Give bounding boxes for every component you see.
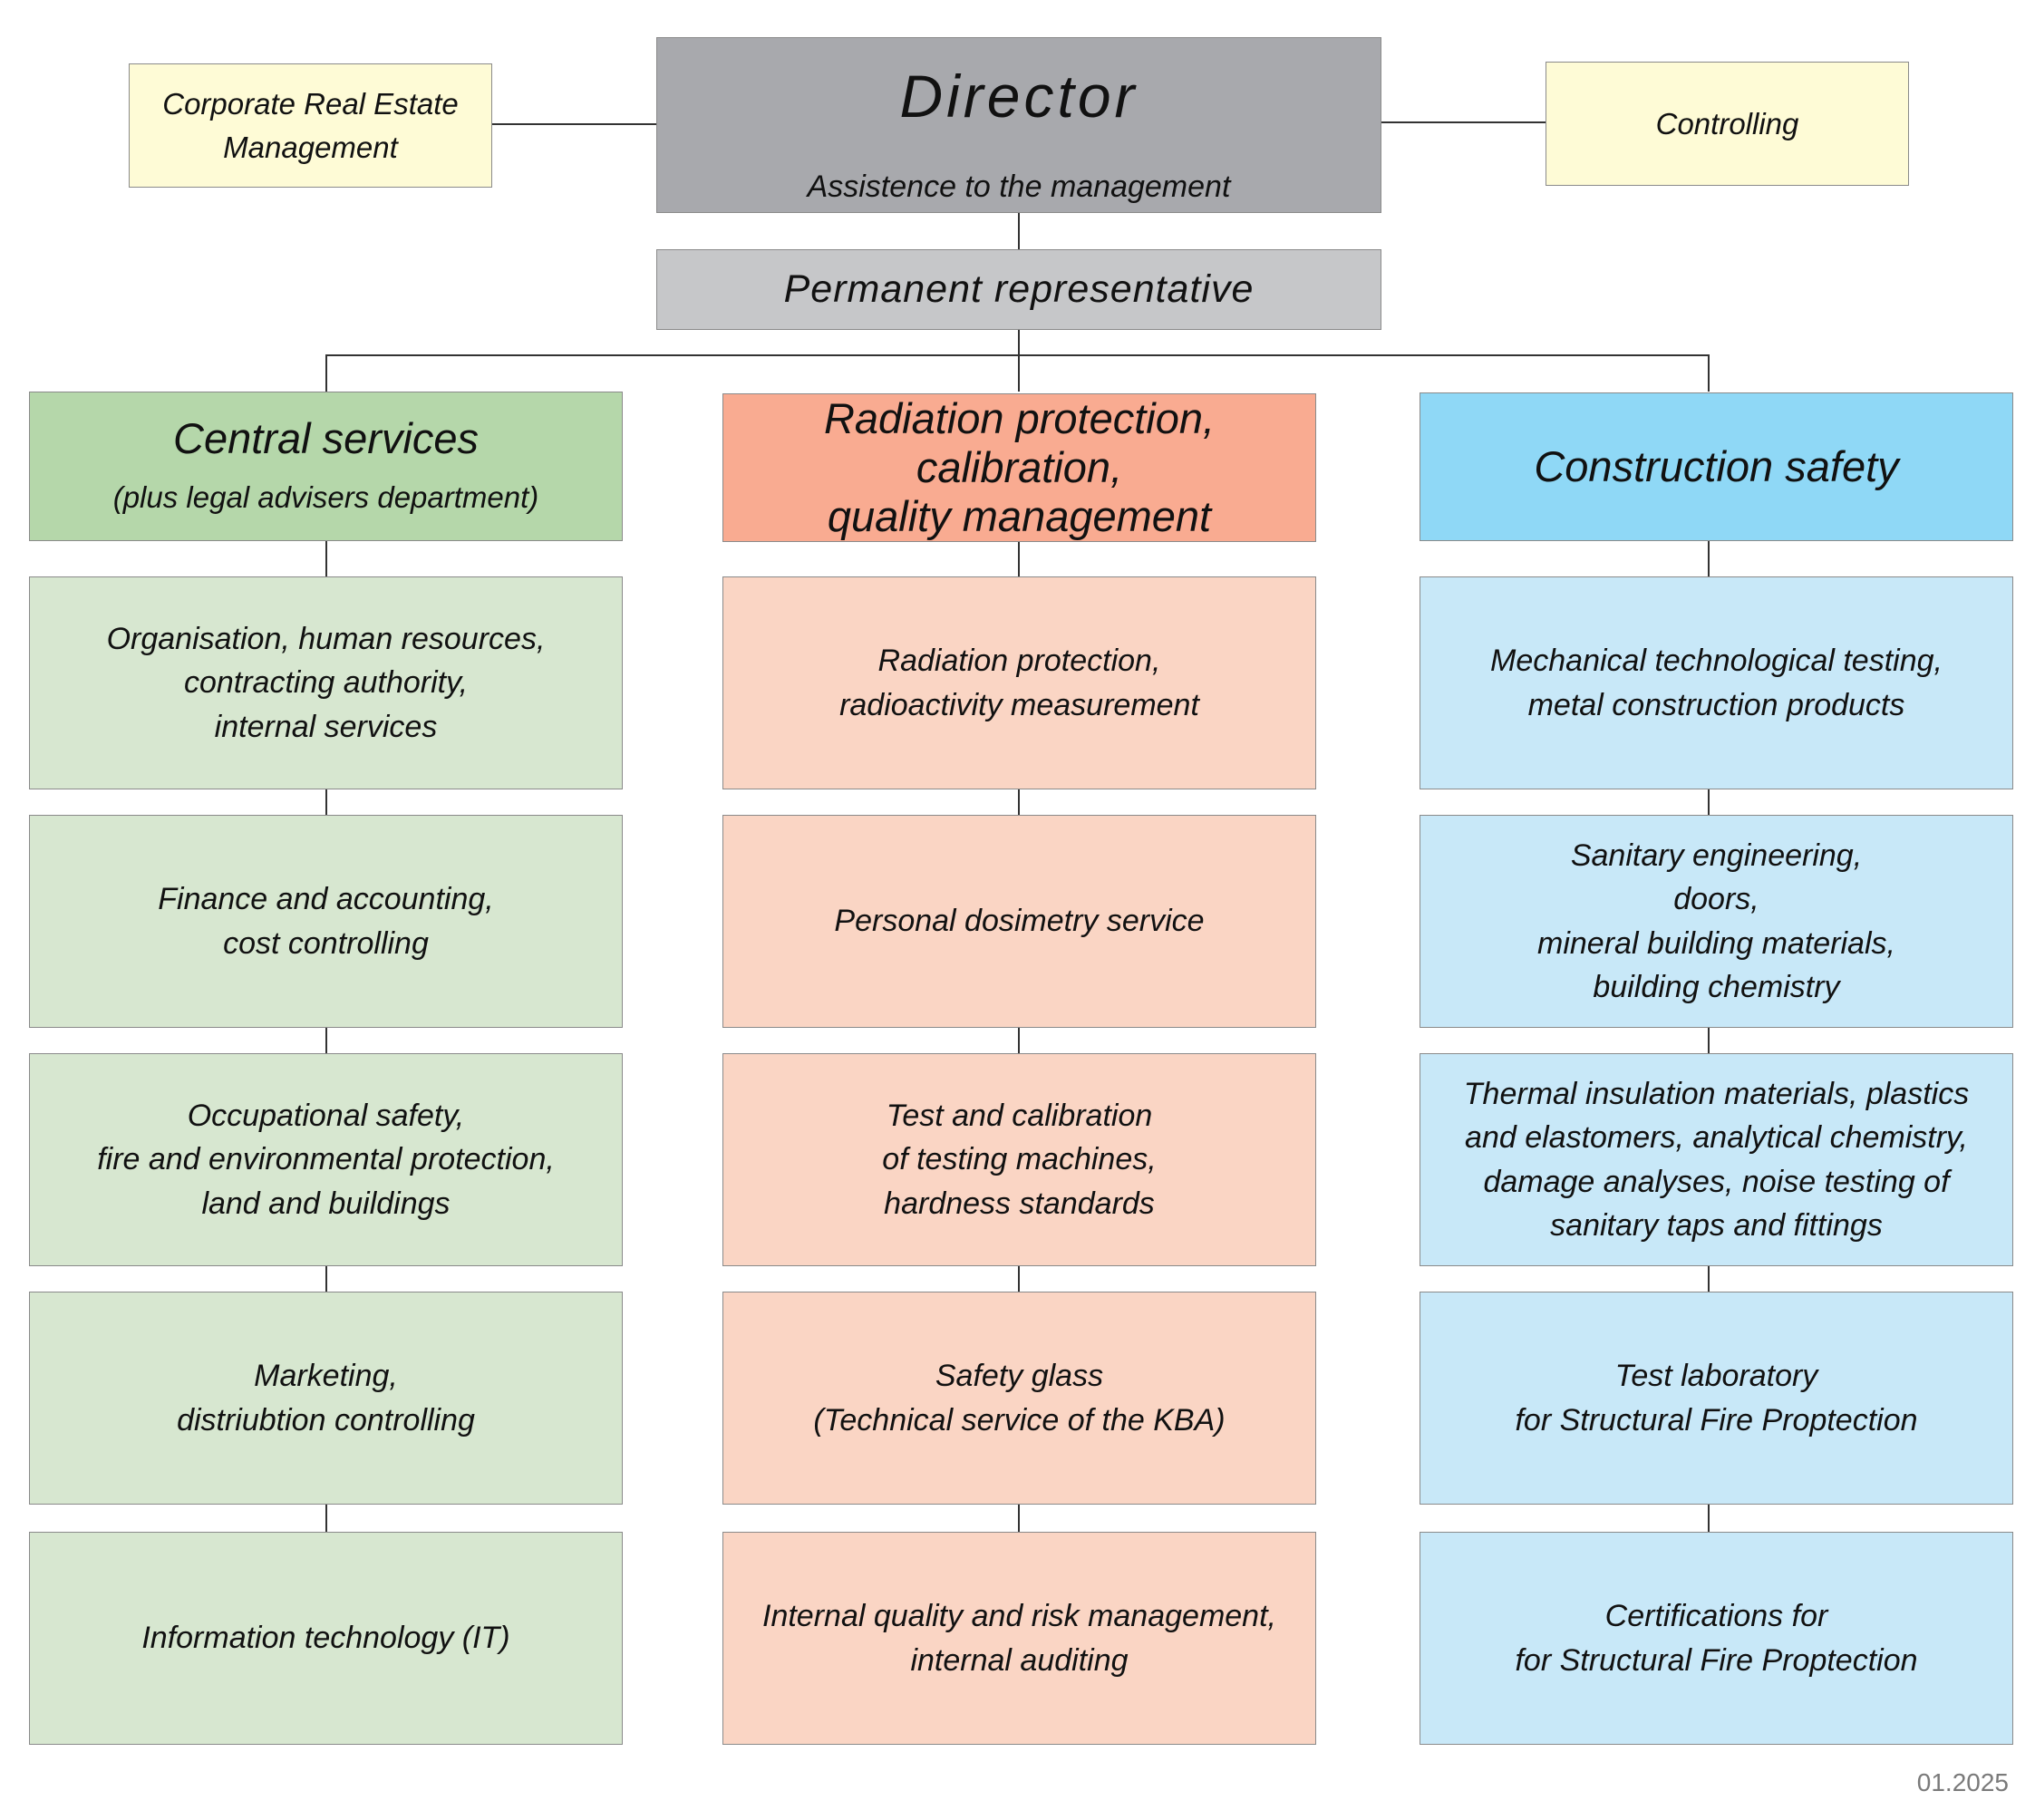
unit-label: Test and calibration of testing machines…	[882, 1099, 1157, 1221]
unit-box: Marketing, distriubtion controlling	[29, 1292, 623, 1505]
unit-box: Sanitary engineering, doors, mineral bui…	[1420, 815, 2013, 1028]
connector-director-down	[1018, 213, 1020, 249]
unit-box: Organisation, human resources, contracti…	[29, 576, 623, 789]
controlling-box: Controlling	[1546, 62, 1909, 186]
controlling-label: Controlling	[1655, 106, 1799, 140]
unit-label: Sanitary engineering, doors, mineral bui…	[1537, 837, 1895, 1004]
unit-label: Mechanical technological testing, metal …	[1490, 644, 1943, 722]
connector-unit	[1708, 789, 1710, 815]
unit-box: Personal dosimetry service	[722, 815, 1316, 1028]
connector-unit	[1708, 1505, 1710, 1532]
permanent-representative-label: Permanent representative	[783, 267, 1255, 312]
connector-unit	[1018, 1505, 1020, 1532]
department-header-radiation-protection: Radiation protection, calibration, quali…	[722, 393, 1316, 542]
corporate-real-estate-box: Corporate Real Estate Management	[129, 63, 492, 188]
director-subtitle: Assistence to the management	[807, 169, 1231, 205]
connector-right-side	[1381, 121, 1546, 123]
unit-box: Information technology (IT)	[29, 1532, 623, 1745]
director-title: Director	[899, 62, 1139, 130]
connector-perm-down	[1018, 330, 1020, 392]
unit-box: Finance and accounting, cost controlling	[29, 815, 623, 1028]
connector-unit	[325, 789, 327, 815]
connector-unit	[325, 1028, 327, 1053]
unit-label: Organisation, human resources, contracti…	[106, 622, 546, 744]
connector-unit	[325, 1505, 327, 1532]
connector-horizontal-bus	[325, 354, 1709, 356]
unit-label: Occupational safety, fire and environmen…	[97, 1099, 555, 1221]
unit-box: Certifications for for Structural Fire P…	[1420, 1532, 2013, 1745]
unit-box: Occupational safety, fire and environmen…	[29, 1053, 623, 1266]
permanent-representative-box: Permanent representative	[656, 249, 1381, 330]
connector-bus-col3	[1708, 354, 1710, 392]
unit-box: Radiation protection, radioactivity meas…	[722, 576, 1316, 789]
unit-box: Safety glass (Technical service of the K…	[722, 1292, 1316, 1505]
department-header-construction-safety: Construction safety	[1420, 392, 2013, 541]
unit-label: Personal dosimetry service	[834, 904, 1205, 939]
director-box: Director Assistence to the management	[656, 37, 1381, 213]
unit-label: Radiation protection, radioactivity meas…	[839, 644, 1199, 722]
unit-label: Thermal insulation materials, plastics a…	[1463, 1076, 1970, 1243]
unit-label: Information technology (IT)	[141, 1621, 510, 1656]
unit-label: Certifications for for Structural Fire P…	[1515, 1599, 1918, 1678]
corporate-real-estate-label: Corporate Real Estate Management	[162, 86, 459, 164]
unit-box: Mechanical technological testing, metal …	[1420, 576, 2013, 789]
connector-unit	[1708, 1266, 1710, 1292]
unit-label: Marketing, distriubtion controlling	[177, 1359, 475, 1438]
department-title: Central services	[173, 413, 479, 462]
date-stamp: 01.2025	[1916, 1768, 2009, 1796]
unit-box: Thermal insulation materials, plastics a…	[1420, 1053, 2013, 1266]
unit-box: Test laboratory for Structural Fire Prop…	[1420, 1292, 2013, 1505]
connector-bus-col1	[325, 354, 327, 392]
connector-unit	[1018, 1266, 1020, 1292]
unit-label: Finance and accounting, cost controlling	[158, 882, 494, 961]
department-title: Radiation protection, calibration, quali…	[823, 393, 1216, 541]
department-header-central-services: Central services (plus legal advisers de…	[29, 392, 623, 541]
connector-unit	[1018, 1028, 1020, 1053]
unit-label: Internal quality and risk management, in…	[762, 1599, 1276, 1678]
connector-unit	[325, 541, 327, 576]
unit-label: Safety glass (Technical service of the K…	[813, 1359, 1226, 1438]
connector-unit	[325, 1266, 327, 1292]
department-subtitle: (plus legal advisers department)	[112, 479, 539, 514]
connector-left-side	[492, 123, 656, 125]
connector-unit	[1708, 1028, 1710, 1053]
department-title: Construction safety	[1534, 441, 1899, 490]
unit-box: Test and calibration of testing machines…	[722, 1053, 1316, 1266]
connector-unit	[1018, 789, 1020, 815]
connector-unit	[1708, 541, 1710, 576]
unit-box: Internal quality and risk management, in…	[722, 1532, 1316, 1745]
connector-unit	[1018, 542, 1020, 576]
unit-label: Test laboratory for Structural Fire Prop…	[1515, 1359, 1918, 1438]
